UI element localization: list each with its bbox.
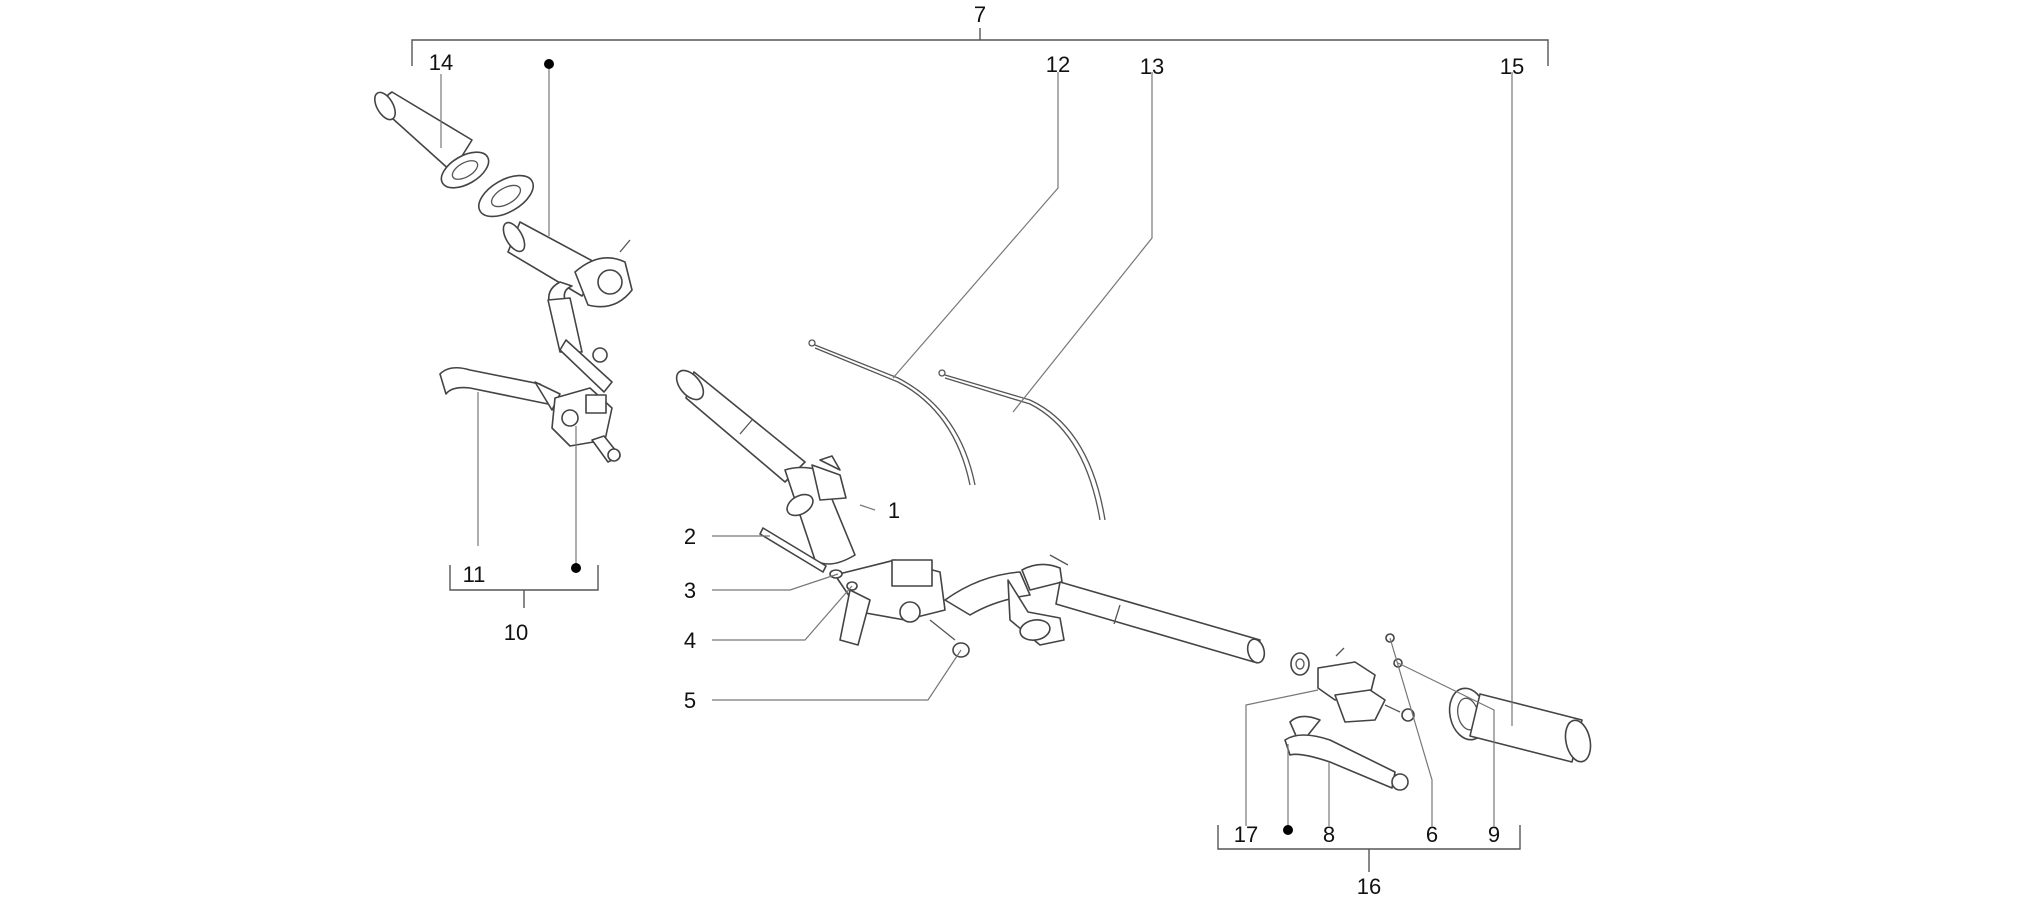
callout-label-13: 13 xyxy=(1140,54,1164,79)
callout-label-17: 17 xyxy=(1234,822,1258,847)
left-master-cylinder-part xyxy=(551,387,621,463)
callout-label-15: 15 xyxy=(1500,54,1524,79)
callout-label-12: 12 xyxy=(1046,52,1070,77)
callout-label-3: 3 xyxy=(684,578,696,603)
callout-label-6: 6 xyxy=(1426,822,1438,847)
screws-part xyxy=(1335,633,1403,668)
cable-13-part xyxy=(938,369,1106,521)
callout-label-16: 16 xyxy=(1357,874,1381,899)
reference-dot-right xyxy=(1283,825,1293,835)
callout-label-7: 7 xyxy=(974,2,986,27)
left-lever-part xyxy=(439,366,561,411)
cable-12-part xyxy=(808,339,976,486)
callout-label-4: 4 xyxy=(684,628,696,653)
callout-label-2: 2 xyxy=(684,524,696,549)
handlebar-part xyxy=(675,369,1266,664)
callout-label-1: 1 xyxy=(888,498,900,523)
callout-label-8: 8 xyxy=(1323,822,1335,847)
bracket-10 xyxy=(449,565,599,608)
bracket-7 xyxy=(411,28,1549,66)
callout-label-14: 14 xyxy=(429,50,453,75)
washer-part xyxy=(829,569,858,591)
bolt-part xyxy=(759,527,827,573)
callout-label-11: 11 xyxy=(463,562,486,587)
reference-dot-top xyxy=(544,59,554,69)
throttle-housing-part xyxy=(547,239,633,393)
right-grip-part xyxy=(1448,687,1592,763)
reference-dot-left xyxy=(571,563,581,573)
leader-lines xyxy=(440,66,1513,826)
callout-label-9: 9 xyxy=(1488,822,1500,847)
callout-label-5: 5 xyxy=(684,688,696,713)
bushing-part xyxy=(1290,652,1310,676)
right-brake-assembly-part xyxy=(1284,661,1415,791)
left-grip-part xyxy=(373,91,534,218)
bracket-16 xyxy=(1217,825,1521,872)
callout-label-10: 10 xyxy=(504,620,528,645)
